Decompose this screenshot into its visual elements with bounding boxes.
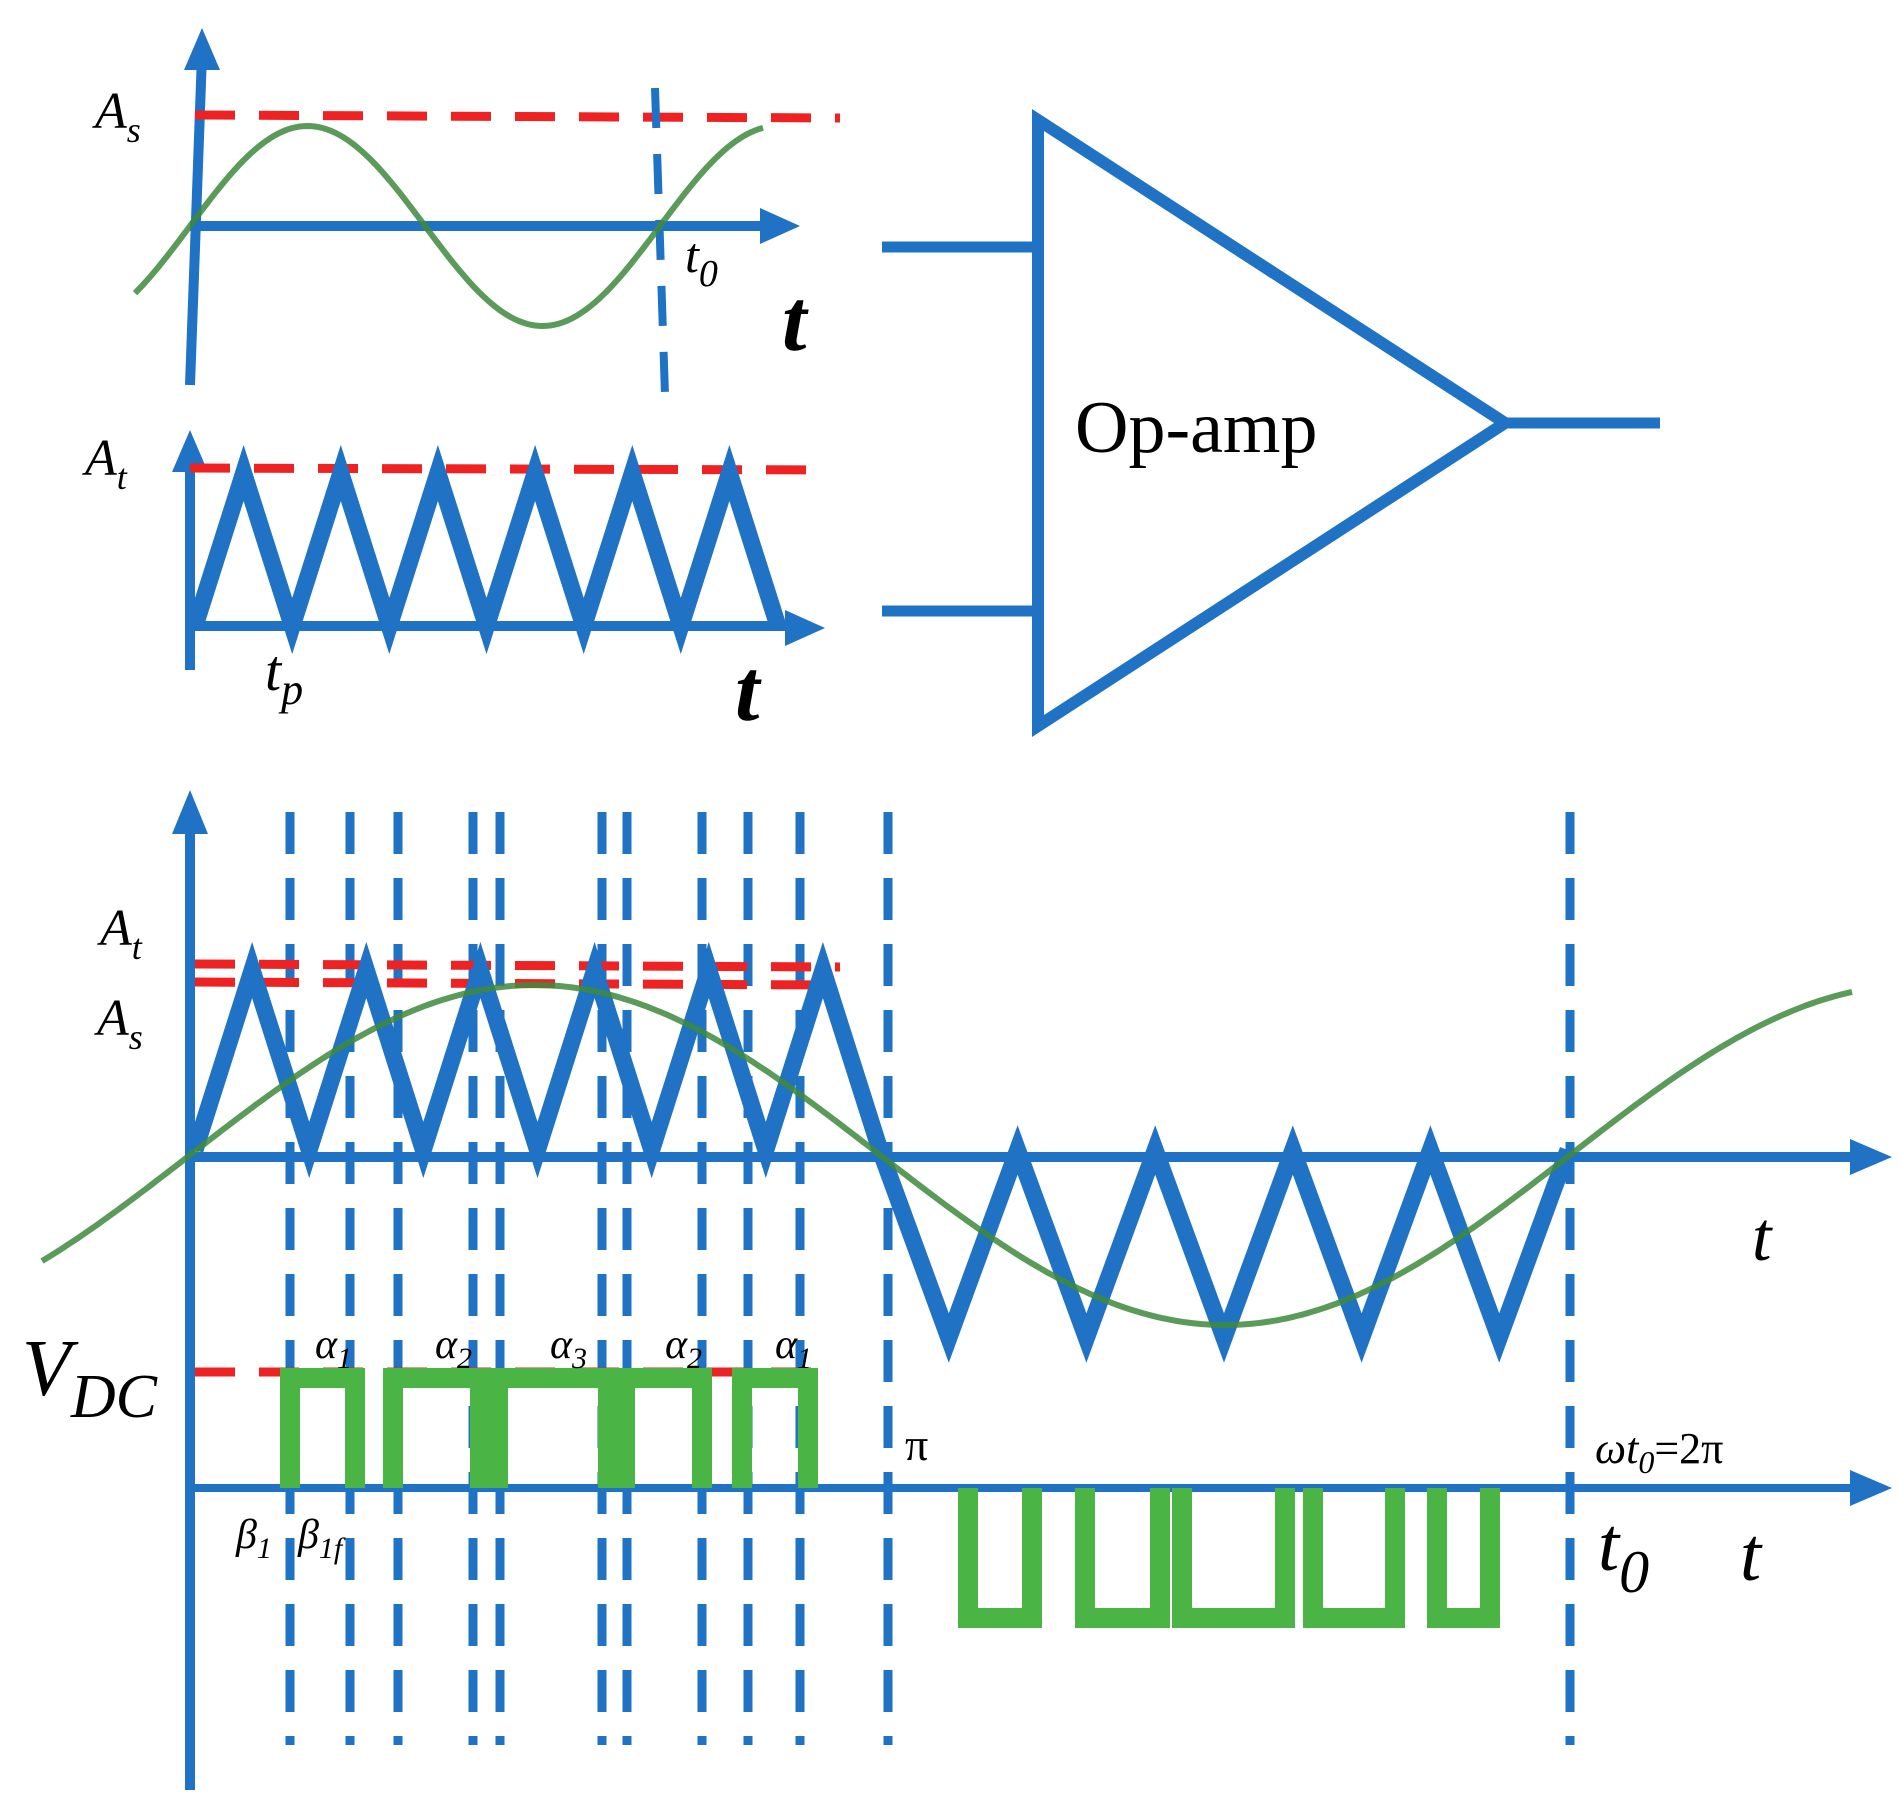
bottom-t0-label: t0 — [1598, 1503, 1649, 1605]
bottom-carrier-wave — [186, 941, 1576, 1363]
alpha-label-1: α1 — [315, 1322, 352, 1375]
opamp-label: Op-amp — [1075, 387, 1318, 469]
top-sine-y-arrow-icon — [184, 28, 220, 70]
top-sine-amplitude-label: As — [92, 83, 141, 150]
top-sine-t0-marker — [651, 87, 669, 396]
negative-pulse — [1172, 1488, 1295, 1628]
beta-label-1f: β1f — [297, 1512, 346, 1565]
bottom-panel: At As t VDC α1 α2 α3 α2 α1 β1 β1f π — [22, 790, 1892, 1790]
bottom-signal-amplitude-line — [194, 977, 831, 990]
top-triangle-y-arrow-icon — [172, 430, 208, 472]
opamp-symbol: Op-amp — [882, 108, 1660, 738]
top-sine-axis-label: t — [782, 273, 809, 370]
vdc-label: VDC — [22, 1325, 158, 1431]
negative-pulse — [1303, 1488, 1405, 1628]
top-triangle-axis-label: t — [735, 643, 762, 740]
positive-pulse — [383, 1368, 490, 1488]
positive-pulse — [488, 1368, 618, 1488]
pi-label: π — [905, 1419, 928, 1470]
positive-pulse — [732, 1368, 818, 1488]
alpha-label-5: α1 — [775, 1322, 812, 1375]
top-sine-amplitude-line — [194, 110, 841, 123]
alpha-label-4: α2 — [665, 1322, 702, 1375]
bottom-carrier-amplitude-line — [194, 959, 841, 972]
bottom-pulse-x-arrow-icon — [1850, 1470, 1892, 1506]
positive-pulse — [615, 1368, 712, 1488]
top-triangle-period-label: tp — [265, 638, 303, 714]
top-triangle-amplitude-label: At — [82, 430, 128, 497]
bottom-pulse-t-axis-label: t — [1740, 1513, 1763, 1597]
two-pi-label: ωt0=2π — [1595, 1424, 1723, 1480]
top-sine-x-arrow-icon — [760, 208, 800, 244]
bottom-signal-amplitude-label: As — [94, 990, 143, 1057]
opamp-triangle — [1032, 108, 1517, 738]
bottom-sine-curve — [40, 982, 1853, 1328]
positive-pulse — [280, 1368, 365, 1488]
bottom-carrier-amplitude-label: At — [97, 900, 143, 967]
top-sine-curve — [132, 122, 764, 330]
bottom-carrier-x-arrow-icon — [1850, 1139, 1892, 1175]
top-triangle-x-arrow-icon — [785, 610, 825, 646]
top-sine-panel: As t0 t — [92, 28, 841, 396]
pwm-pulse-train — [280, 1368, 1500, 1628]
top-sine-t0-label: t0 — [685, 227, 718, 295]
bottom-y-arrow-icon — [172, 790, 208, 834]
negative-pulse — [1427, 1488, 1500, 1628]
alpha-label-2: α2 — [435, 1322, 472, 1375]
negative-pulse — [958, 1488, 1042, 1628]
alpha-label-3: α3 — [550, 1322, 587, 1375]
top-triangle-panel: At tp t — [82, 430, 831, 740]
beta-label-1: β1 — [235, 1512, 272, 1565]
negative-pulse — [1075, 1488, 1170, 1628]
top-carrier-wave — [186, 444, 787, 655]
bottom-t-axis-label: t — [1752, 1199, 1773, 1276]
